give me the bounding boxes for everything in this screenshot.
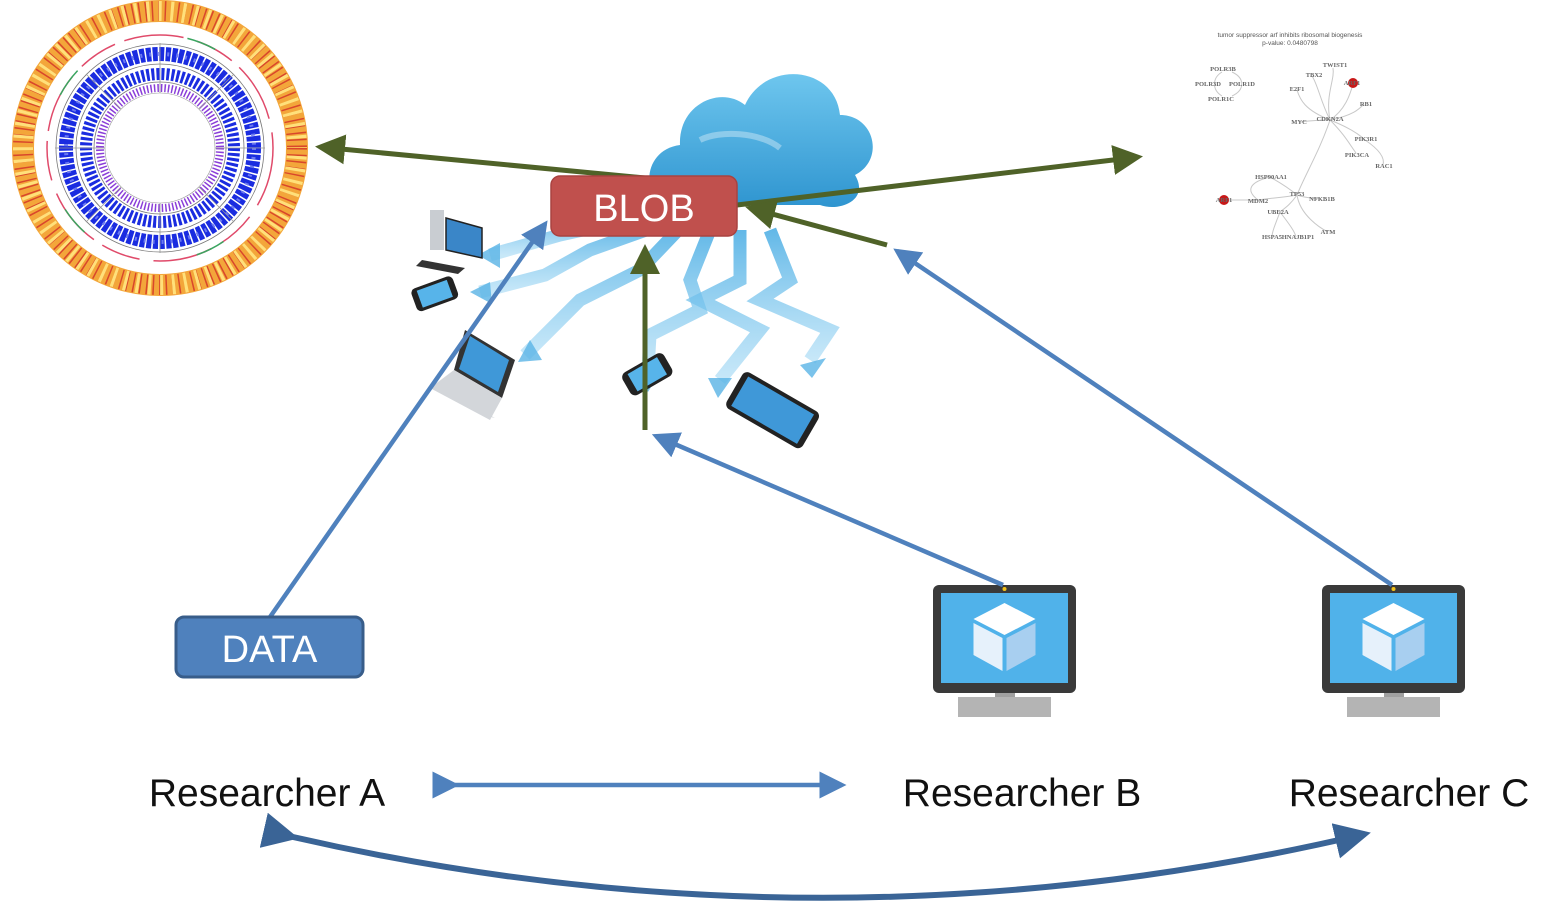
network-node-label: TWIST1 [1323, 62, 1348, 69]
data-box: DATA [174, 615, 365, 679]
network-node-label: PIK3CA [1345, 152, 1370, 159]
arrow-blob-to-network [710, 145, 1143, 223]
vm-monitor-icon [1322, 585, 1465, 717]
arrow-blob-to-circos [315, 134, 646, 181]
network-node-label: HSP90AA1 [1255, 174, 1287, 181]
blob-box: BLOB [550, 175, 738, 237]
network-node-label: E2F1 [1290, 86, 1305, 93]
network-node-label: HSPA5 [1262, 234, 1283, 241]
network-node-label: TBX2 [1306, 72, 1323, 79]
network-node-label: NFKB1B [1309, 196, 1335, 203]
network-node-label: MYC [1291, 119, 1307, 126]
arrow-researcher-a-c [259, 812, 1371, 901]
network-node-label: RB1 [1360, 101, 1372, 108]
arrow-researcher-c-to-cloud [893, 248, 1394, 587]
cloud-network-icon [411, 74, 873, 449]
blob-label: BLOB [593, 188, 694, 230]
arrow-cloud-to-blob [745, 200, 888, 248]
researcher-a-label: Researcher A [149, 772, 385, 815]
network-node-dot [1219, 195, 1229, 205]
network-node-label: POLR3B [1210, 66, 1236, 73]
network-subtitle: p-value: 0.0480798 [1262, 40, 1318, 47]
arrow-data-to-blob [268, 220, 548, 619]
network-node-label: ATM [1321, 229, 1336, 236]
network-node-label: TP53 [1290, 191, 1306, 198]
vm-monitor-icon [933, 585, 1076, 717]
network-node-label: CDKN2A [1316, 116, 1343, 123]
researcher-c-label: Researcher C [1289, 772, 1530, 815]
gene-network-graph: tumor suppressor arf inhibits ribosomal … [1195, 32, 1393, 241]
arrow-researcher-b-to-device [651, 432, 1004, 588]
network-node-label: PIK3R1 [1355, 136, 1378, 143]
network-node-label: RAC1 [1375, 163, 1392, 170]
researcher-b-label: Researcher B [903, 772, 1141, 815]
network-node-label: ARF1 [1216, 197, 1233, 204]
network-node-label: HNAJB1P1 [1282, 234, 1315, 241]
circos-plot-icon [12, 0, 308, 296]
network-node-label: ARF1 [1344, 80, 1361, 87]
network-node-label: POLR1C [1208, 96, 1234, 103]
data-label: DATA [222, 629, 318, 671]
network-node-label: POLR3D [1195, 81, 1221, 88]
network-node-label: MDM2 [1248, 198, 1268, 205]
network-title: tumor suppressor arf inhibits ribosomal … [1218, 32, 1364, 39]
network-node-dot [1348, 78, 1358, 88]
network-node-label: POLR1D [1229, 81, 1255, 88]
network-node-label: UBE2A [1267, 209, 1289, 216]
